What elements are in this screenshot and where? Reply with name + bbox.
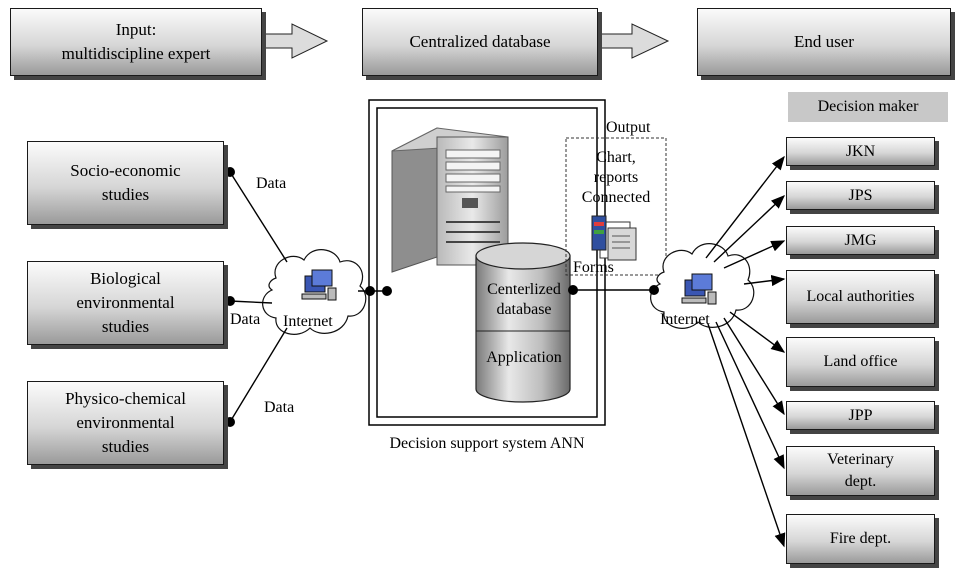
decision-maker-header-label: Decision maker	[817, 98, 919, 115]
flow-arrow-2	[595, 23, 670, 59]
decision-maker-label: JPS	[848, 186, 873, 204]
decision-maker-label: Fire dept.	[829, 530, 892, 547]
system-outer-frame	[368, 99, 606, 426]
data-links-left	[229, 171, 654, 423]
decision-maker-label: Local authorities	[806, 288, 915, 305]
decision-maker-label: JMG	[844, 231, 877, 249]
network-computer-icon-right	[681, 273, 717, 305]
source-box-socio-economic: Socio-economic studies	[27, 141, 224, 225]
flow-arrow-1	[261, 23, 329, 59]
decision-maker-label: Veterinary dept.	[827, 451, 894, 490]
forms-icon	[591, 215, 637, 261]
input-box-label: Input: multidiscipline expert	[61, 20, 211, 63]
decision-maker-label: JPP	[848, 406, 873, 424]
centralized-database-label: Centralized database	[409, 32, 551, 51]
centralized-database-box: Centralized database	[362, 8, 598, 76]
decision-maker-land-office: Land office	[786, 337, 935, 387]
output-text: Chart, reports Connected	[581, 149, 651, 206]
system-caption: Decision support system ANN	[389, 435, 585, 452]
link-dots	[225, 167, 659, 427]
decision-maker-fire: Fire dept.	[786, 514, 935, 564]
source-label: Physico-chemical environmental studies	[65, 389, 186, 456]
source-label: Biological environmental studies	[76, 269, 175, 336]
decision-maker-label: JKN	[845, 142, 876, 160]
output-title: Output	[606, 119, 651, 136]
end-user-label: End user	[794, 32, 854, 51]
data-link-label-3: Data	[264, 399, 295, 416]
end-user-box: End user	[697, 8, 951, 76]
source-label: Socio-economic studies	[70, 161, 181, 204]
decision-maker-veterinary: Veterinary dept.	[786, 446, 935, 496]
forms-label: Forms	[573, 259, 614, 276]
db-top-label: Centerlized database	[487, 281, 561, 318]
decision-maker-jkn: JKN	[786, 137, 935, 166]
output-dashed-box	[565, 137, 667, 276]
decision-maker-local-authorities: Local authorities	[786, 270, 935, 324]
source-box-physico-chemical: Physico-chemical environmental studies	[27, 381, 224, 465]
fanout-arrows	[705, 155, 786, 548]
server-icon	[391, 127, 509, 273]
system-inner-frame	[376, 107, 598, 418]
db-bottom-label: Application	[486, 349, 562, 366]
decision-maker-jpp: JPP	[786, 401, 935, 430]
decision-maker-label: Land office	[823, 353, 898, 370]
database-cylinder	[475, 242, 571, 403]
decision-maker-header: Decision maker	[788, 92, 948, 122]
internet-label-right: Internet	[660, 311, 710, 328]
data-link-label-1: Data	[256, 175, 287, 192]
decision-maker-jps: JPS	[786, 181, 935, 210]
decision-maker-jmg: JMG	[786, 226, 935, 255]
source-box-biological: Biological environmental studies	[27, 261, 224, 345]
internet-label-left: Internet	[283, 313, 333, 330]
network-computer-icon-left	[301, 269, 337, 301]
input-box: Input: multidiscipline expert	[10, 8, 262, 76]
data-link-label-2: Data	[230, 311, 261, 328]
